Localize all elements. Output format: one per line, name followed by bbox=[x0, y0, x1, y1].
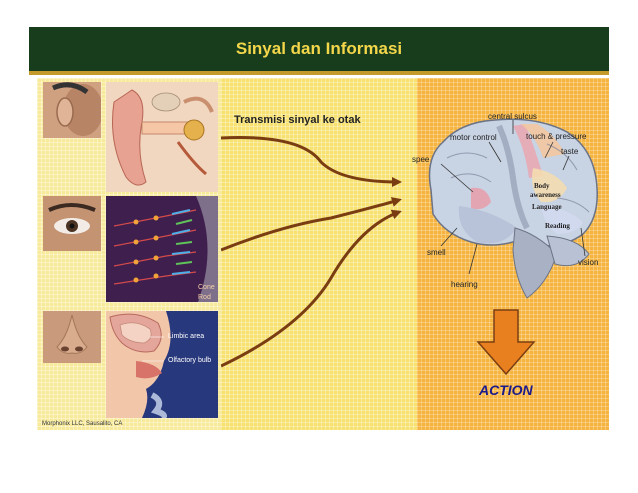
smell-label: smell bbox=[427, 248, 446, 257]
action-arrow-icon bbox=[476, 309, 536, 376]
transmission-subtitle: Transmisi sinyal ke otak bbox=[234, 114, 361, 126]
olfactory-bulb-label: Olfactory bulb bbox=[168, 357, 212, 364]
language-label: Language bbox=[532, 203, 562, 211]
hearing-label: hearing bbox=[451, 280, 478, 289]
arrow-from-nose bbox=[221, 209, 402, 368]
body-awareness-label: Body bbox=[534, 182, 550, 190]
nose-photo bbox=[43, 311, 101, 363]
page-title: Sinyal dan Informasi bbox=[235, 39, 403, 58]
brain-icon bbox=[428, 118, 598, 299]
speech-label: spee bbox=[412, 155, 430, 164]
action-label: ACTION bbox=[479, 382, 533, 398]
ear-photo bbox=[43, 82, 101, 138]
cone-label: Cone bbox=[198, 284, 215, 291]
ear-anatomy-image bbox=[106, 82, 218, 192]
ear-anatomy-icon bbox=[106, 82, 218, 192]
body-awareness-label-2: awareness bbox=[530, 191, 561, 199]
title-bar: Sinyal dan Informasi bbox=[29, 27, 609, 71]
retina-icon bbox=[106, 196, 218, 302]
nose-anatomy-image: Limbic area Olfactory bulb bbox=[106, 311, 218, 418]
reading-label: Reading bbox=[545, 222, 570, 230]
taste-label: taste bbox=[561, 147, 579, 156]
olfactory-icon bbox=[106, 311, 218, 418]
central-sulcus-label: central sulcus bbox=[488, 112, 537, 121]
nose-icon bbox=[43, 311, 101, 363]
limbic-area-label: Limbic area bbox=[168, 333, 205, 340]
vision-label: vision bbox=[578, 258, 599, 267]
touch-pressure-label: touch & pressure bbox=[526, 132, 587, 141]
title-underline bbox=[29, 71, 609, 75]
motor-control-label: motor control bbox=[450, 133, 497, 142]
arrow-from-eye bbox=[221, 197, 402, 252]
rod-label: Rod bbox=[198, 294, 211, 301]
eye-anatomy-image: Cone Rod bbox=[106, 196, 218, 302]
transmission-arrows bbox=[221, 136, 402, 368]
arrow-from-ear bbox=[221, 136, 402, 187]
ear-face-icon bbox=[43, 82, 101, 138]
credit-text: Morphonix LLC, Sausalito, CA bbox=[42, 421, 123, 427]
eye-photo bbox=[43, 196, 101, 251]
eye-icon bbox=[43, 196, 101, 251]
